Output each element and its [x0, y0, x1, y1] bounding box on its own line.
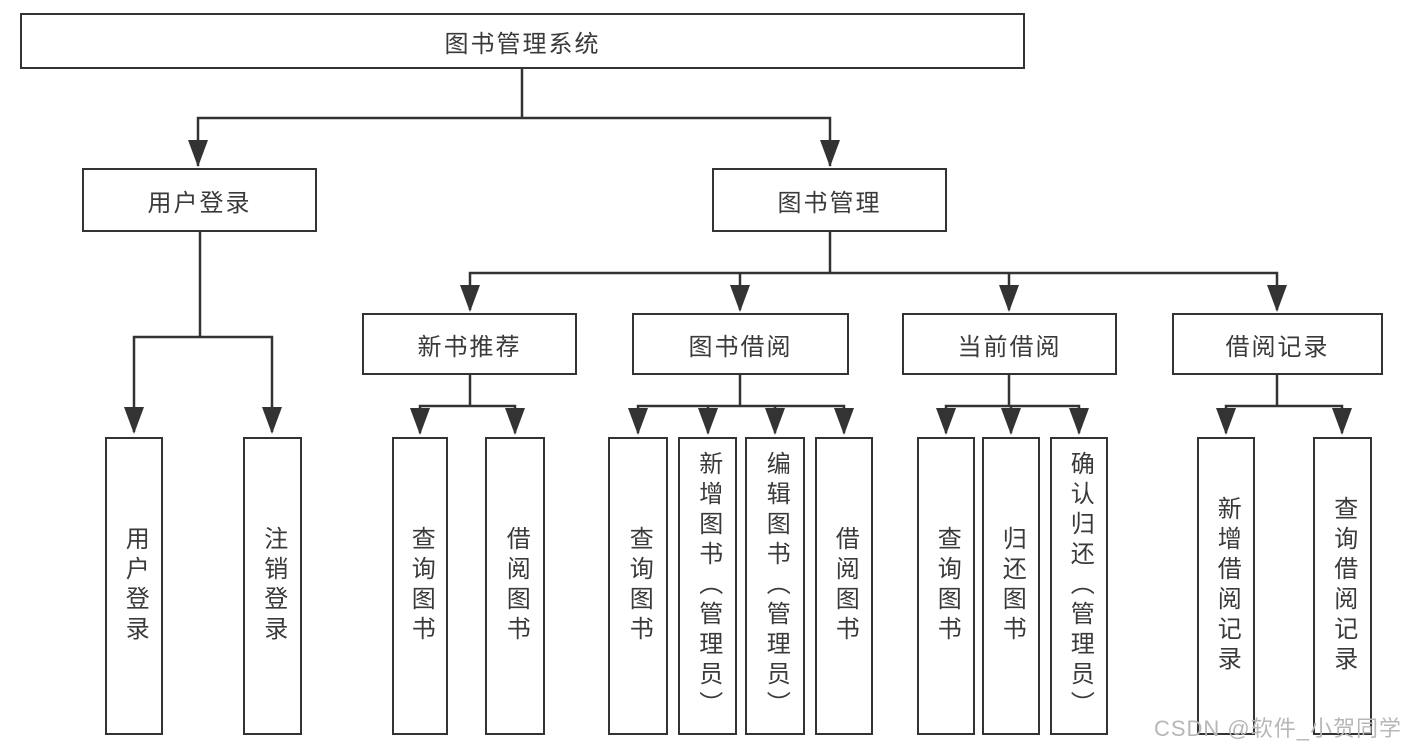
arrowhead	[410, 408, 430, 435]
node-nb-query-books: 查询图书	[392, 437, 448, 735]
arrowhead	[1216, 408, 1236, 435]
node-borrow-record: 借阅记录	[1172, 313, 1383, 375]
arrowhead	[262, 407, 282, 434]
connector-new-book-children	[418, 375, 517, 433]
connector-borrow-record-children	[1224, 375, 1344, 433]
node-cb-return-books-label: 归还图书	[998, 526, 1026, 646]
connector-root-to-level1	[196, 68, 832, 166]
node-current-borrow: 当前借阅	[902, 313, 1117, 375]
arrowhead	[1069, 408, 1089, 435]
node-book-management: 图书管理	[712, 168, 947, 232]
connector-book-management-children	[468, 232, 1279, 310]
node-br-add-record: 新增借阅记录	[1197, 437, 1255, 735]
arrowhead	[820, 140, 840, 167]
node-cb-query-books: 查询图书	[917, 437, 975, 735]
connector-current-borrow-children	[944, 375, 1081, 433]
arrowhead	[765, 408, 785, 435]
node-bb-borrow-books-label: 借阅图书	[831, 526, 859, 646]
node-current-borrow-label: 当前借阅	[957, 333, 1062, 361]
node-br-add-record-label: 新增借阅记录	[1213, 496, 1241, 676]
node-book-management-label: 图书管理	[777, 189, 882, 217]
node-user-login: 用户登录	[82, 168, 317, 232]
node-user-login-label: 用户登录	[147, 189, 252, 217]
node-bb-add-books-admin: 新增图书（管理员）	[678, 437, 737, 735]
node-new-book-recommend-label: 新书推荐	[417, 333, 522, 361]
node-root-label: 图书管理系统	[444, 30, 601, 58]
watermark-text: CSDN @软件_小贺同学	[1153, 716, 1402, 741]
node-bb-borrow-books: 借阅图书	[815, 437, 873, 735]
arrowhead	[1001, 408, 1021, 435]
arrowhead	[505, 408, 525, 435]
node-new-book-recommend: 新书推荐	[362, 313, 577, 375]
node-user-login-leaf: 用户登录	[105, 437, 163, 735]
arrowhead	[936, 408, 956, 435]
node-logout-leaf: 注销登录	[243, 437, 302, 735]
arrowhead	[834, 408, 854, 435]
node-bb-query-books-label: 查询图书	[625, 526, 653, 646]
connector-user-login-children	[132, 232, 274, 432]
arrowhead	[188, 140, 208, 167]
node-bb-edit-books-admin: 编辑图书（管理员）	[745, 437, 805, 735]
arrowhead	[730, 285, 750, 312]
node-nb-query-books-label: 查询图书	[407, 526, 435, 646]
node-br-query-record: 查询借阅记录	[1313, 437, 1372, 735]
node-user-login-leaf-label: 用户登录	[121, 526, 149, 646]
arrowhead	[124, 407, 144, 434]
node-book-borrow-label: 图书借阅	[688, 333, 793, 361]
connector-book-borrow-children	[636, 375, 846, 433]
node-cb-confirm-return-admin-label: 确认归还（管理员）	[1066, 451, 1094, 721]
node-cb-return-books: 归还图书	[982, 437, 1040, 735]
node-bb-add-books-admin-label: 新增图书（管理员）	[694, 451, 722, 721]
arrowhead	[1267, 285, 1287, 312]
arrowhead	[698, 408, 718, 435]
node-book-borrow: 图书借阅	[632, 313, 849, 375]
arrowhead	[460, 285, 480, 312]
node-bb-edit-books-admin-label: 编辑图书（管理员）	[762, 451, 790, 721]
node-nb-borrow-books-label: 借阅图书	[502, 526, 530, 646]
node-nb-borrow-books: 借阅图书	[485, 437, 545, 735]
node-cb-confirm-return-admin: 确认归还（管理员）	[1050, 437, 1108, 735]
node-borrow-record-label: 借阅记录	[1225, 333, 1330, 361]
node-br-query-record-label: 查询借阅记录	[1329, 496, 1357, 676]
node-logout-leaf-label: 注销登录	[259, 526, 287, 646]
arrowhead	[628, 408, 648, 435]
node-bb-query-books: 查询图书	[608, 437, 668, 735]
arrowhead	[999, 285, 1019, 312]
arrowhead	[1332, 408, 1352, 435]
node-cb-query-books-label: 查询图书	[933, 526, 961, 646]
node-root: 图书管理系统	[20, 13, 1025, 69]
